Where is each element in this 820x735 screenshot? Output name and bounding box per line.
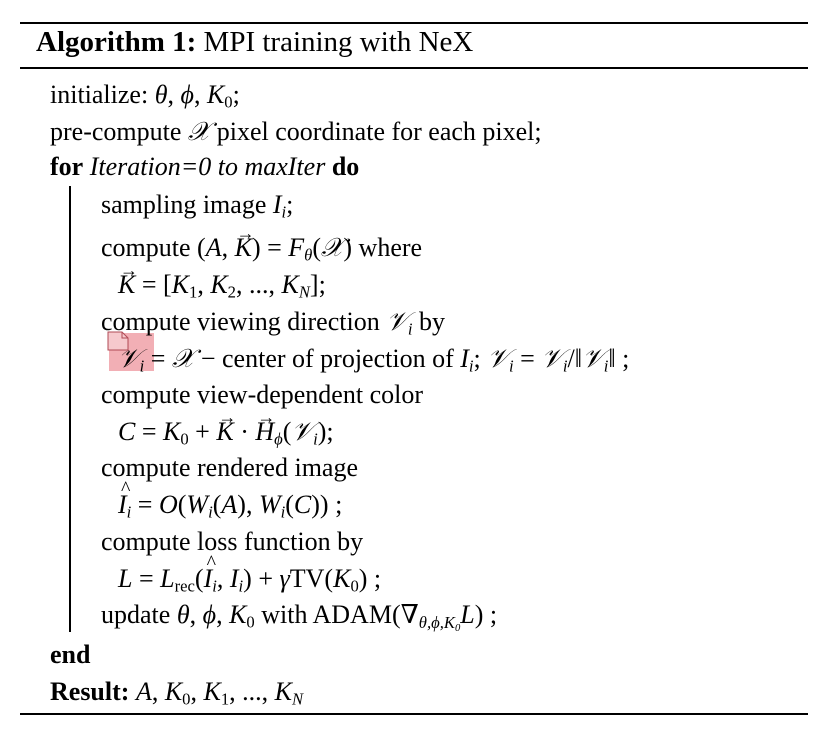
- do-keyword: do: [331, 152, 360, 181]
- line-update: update θ, ϕ, K0 with ADAM(∇θ,ϕ,K0L) ;: [101, 600, 498, 634]
- line-k-def: K = [K1, K2, ..., KN];: [118, 255, 326, 300]
- precompute-suffix: pixel coordinate for each pixel;: [216, 117, 542, 146]
- algorithm-name: MPI training with NeX: [203, 26, 474, 58]
- for-condition: Iteration=0 to maxIter: [89, 152, 326, 181]
- update-text: update: [101, 600, 171, 629]
- loss-text: compute loss function by: [101, 527, 364, 556]
- line-compute-ak: compute (A, K) = Fθ(𝒳) where: [101, 218, 423, 263]
- line-l-def: L = Lrec(Ii, Ii) + γTV(K0) ;: [118, 548, 381, 596]
- rec-subscript: rec: [174, 576, 195, 596]
- precompute-text: pre-compute: [50, 117, 182, 146]
- adam-text: with ADAM: [261, 600, 392, 629]
- init-keyword: initialize:: [50, 80, 149, 109]
- line-c-def: C = K0 + K · Hϕ(𝒱i);: [118, 402, 334, 447]
- rendered-text: compute rendered image: [101, 453, 358, 482]
- bottom-rule: [20, 713, 808, 715]
- center-text: center of projection of: [222, 344, 454, 373]
- result-keyword: Result:: [50, 677, 130, 706]
- compute-text: compute: [101, 233, 191, 262]
- viewdir-text: compute viewing direction: [101, 307, 380, 336]
- for-block-bar: [69, 186, 71, 632]
- line-sampling: sampling image Ii;: [101, 190, 294, 222]
- line-v-def: 𝒱i = 𝒳 − center of projection of Ii; 𝒱i …: [118, 344, 630, 376]
- line-result: Result: A, K0, K1, ..., KN: [50, 677, 304, 709]
- line-precompute: pre-compute 𝒳 pixel coordinate for each …: [50, 117, 542, 147]
- algorithm-label: Algorithm 1:: [36, 26, 197, 58]
- tv-text: TV: [289, 564, 325, 593]
- sampling-text: sampling image: [101, 190, 267, 219]
- line-for: for Iteration=0 to maxIter do: [50, 152, 359, 182]
- line-viewdir: compute viewing direction 𝒱i by: [101, 307, 445, 339]
- end-keyword: end: [50, 640, 91, 669]
- by-text: by: [419, 307, 445, 336]
- line-loss: compute loss function by: [101, 527, 363, 557]
- line-rendered: compute rendered image: [101, 453, 358, 483]
- title-rule: [20, 67, 808, 69]
- line-end: end: [50, 640, 90, 670]
- algorithm-title: Algorithm 1: MPI training with NeX: [36, 26, 473, 59]
- line-initialize: initialize: θ, ϕ, K0;: [50, 80, 240, 112]
- top-rule: [20, 22, 808, 24]
- where-text: where: [358, 233, 423, 262]
- for-keyword: for: [50, 152, 84, 181]
- comment-note-icon[interactable]: [107, 331, 129, 351]
- line-ihat-def: Ii = O(Wi(A), Wi(C)) ;: [118, 474, 342, 520]
